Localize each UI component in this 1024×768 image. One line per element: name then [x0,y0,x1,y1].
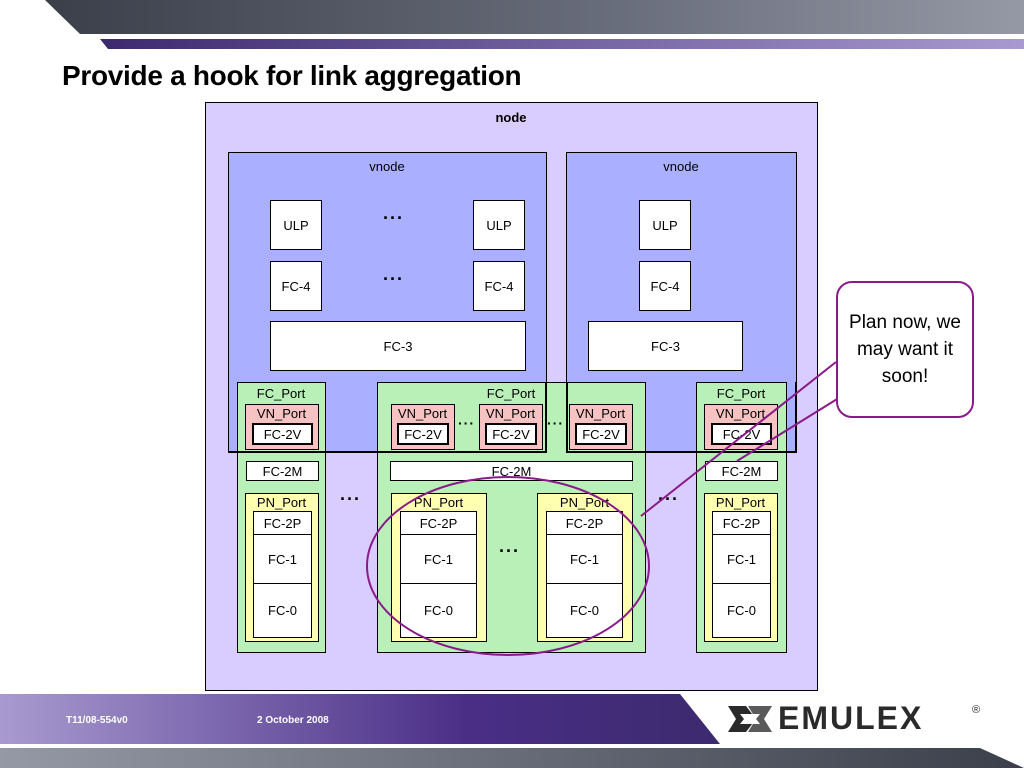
ulp-box: ULP [270,200,322,250]
fc4-box: FC-4 [473,261,525,311]
fc3-box: FC-3 [270,321,526,371]
fc1-cell: FC-1 [547,535,622,584]
pn-port-stack: FC-2P FC-1 FC-0 [546,511,623,638]
pn-port-label: PN_Port [413,495,464,510]
fc2v-box: FC-2V [397,423,449,445]
pn-port-ellipsis: ··· [499,541,520,561]
pn-port-label: PN_Port [559,495,610,510]
fc1-cell: FC-1 [713,535,770,584]
fc3-box: FC-3 [588,321,743,371]
vnode-left-side-edge [545,382,547,453]
fc2p-cell: FC-2P [713,512,770,535]
fc4-ellipsis: ··· [383,269,404,289]
fc2p-cell: FC-2P [547,512,622,535]
pn-port: PN_Port FC-2P FC-1 FC-0 [537,493,633,642]
vn-port-label: VN_Port [575,406,626,421]
fc0-cell: FC-0 [727,602,756,618]
pn-port-label: PN_Port [715,495,766,510]
footer-band [0,690,1024,768]
vnode-left-label: vnode [369,159,405,174]
fc1-cell: FC-1 [401,535,476,584]
vn-port-label: VN_Port [485,406,536,421]
fc2p-cell: FC-2P [401,512,476,535]
ulp-box: ULP [473,200,525,250]
fc4-box: FC-4 [270,261,322,311]
node-label: node [495,110,527,125]
footer-date: 2 October 2008 [257,715,329,726]
fc2m-box: FC-2M [705,461,778,481]
vn-port-ellipsis: ··· [547,415,564,431]
vn-port: VN_Port FC-2V [479,404,543,450]
vn-port-label: VN_Port [397,406,448,421]
fc2m-box: FC-2M [390,461,633,481]
fc4-box: FC-4 [639,261,691,311]
emulex-logo-mark-icon [728,706,772,732]
fc1-cell: FC-1 [254,535,311,584]
vn-port-ellipsis: ··· [458,415,475,431]
fc0-cell: FC-0 [424,602,453,618]
fc-port-label: FC_Port [486,386,536,401]
pn-port: PN_Port FC-2P FC-1 FC-0 [245,493,319,642]
vn-port: VN_Port FC-2V [569,404,633,450]
emulex-logo: EMULEX ® [726,700,986,738]
ulp-ellipsis: ··· [383,208,404,228]
emulex-logo-registered: ® [972,704,981,716]
pn-port: PN_Port FC-2P FC-1 FC-0 [391,493,487,642]
vnode-left-bottom-edge [228,451,547,453]
pn-port-stack: FC-2P FC-1 FC-0 [400,511,477,638]
emulex-logo-text: EMULEX [778,700,924,736]
vnode-right-bottom-edge [566,451,797,453]
header-band [0,0,1024,52]
fc-port-ellipsis: ··· [340,489,361,509]
vnode-right-label: vnode [663,159,699,174]
fc-port-ellipsis: ··· [658,489,679,509]
ulp-box: ULP [639,200,691,250]
fc2v-box: FC-2V [485,423,537,445]
pn-port-stack: FC-2P FC-1 FC-0 [253,511,312,638]
vnode-right-side-edge2 [795,382,797,453]
vn-port-label: VN_Port [715,406,766,421]
fc-port-label: FC_Port [256,386,306,401]
vn-port: VN_Port FC-2V [245,404,319,450]
fc0-cell: FC-0 [570,602,599,618]
pn-port-stack: FC-2P FC-1 FC-0 [712,511,771,638]
vn-port-label: VN_Port [256,406,307,421]
fc2v-box: FC-2V [575,423,627,445]
pn-port: PN_Port FC-2P FC-1 FC-0 [704,493,778,642]
fc0-cell: FC-0 [268,602,297,618]
footer-doc-id: T11/08-554v0 [66,715,128,726]
slide-title: Provide a hook for link aggregation [62,60,522,91]
pn-port-label: PN_Port [256,495,307,510]
vnode-right-side-edge [566,382,568,453]
callout-note: Plan now, we may want it soon! [836,281,974,418]
fc-port-label: FC_Port [716,386,766,401]
fc2m-box: FC-2M [246,461,319,481]
fc2p-cell: FC-2P [254,512,311,535]
fc2v-box: FC-2V [252,423,313,445]
vn-port: VN_Port FC-2V [391,404,455,450]
